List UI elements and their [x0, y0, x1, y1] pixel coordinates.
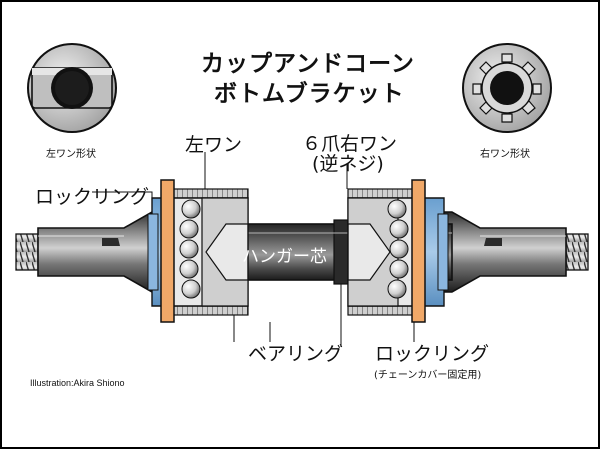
leader-lines — [92, 152, 415, 347]
bearing-label: ベアリング — [248, 343, 344, 365]
right-bearing-balls — [387, 199, 409, 299]
lockring-right — [411, 179, 426, 323]
hanger-label: ハンガー芯 — [242, 247, 327, 267]
left-cup-shape-icon — [27, 43, 117, 133]
left-bearing-balls — [179, 199, 201, 299]
diagram-title-line1: カップアンドコーン — [201, 51, 415, 77]
lockring-label-left: ロックリング — [35, 186, 150, 208]
lockring-label-right: ロックリング — [375, 343, 490, 365]
diagram-title-line2: ボトムブラケット — [214, 81, 405, 107]
right-cup-note: (逆ネジ) — [312, 153, 384, 175]
lockring-note: (チェーンカバー固定用) — [374, 370, 482, 381]
illustration-credit: Illustration:Akira Shiono — [30, 378, 125, 388]
left-cup-label: 左ワン — [185, 134, 243, 156]
lockring-left — [160, 179, 175, 323]
right-cup-shape-label: 右ワン形状 — [480, 149, 530, 160]
right-cup-label: ６爪右ワン — [302, 133, 398, 155]
right-cup-shape-icon — [462, 43, 552, 133]
left-cup-shape-label: 左ワン形状 — [46, 149, 96, 160]
